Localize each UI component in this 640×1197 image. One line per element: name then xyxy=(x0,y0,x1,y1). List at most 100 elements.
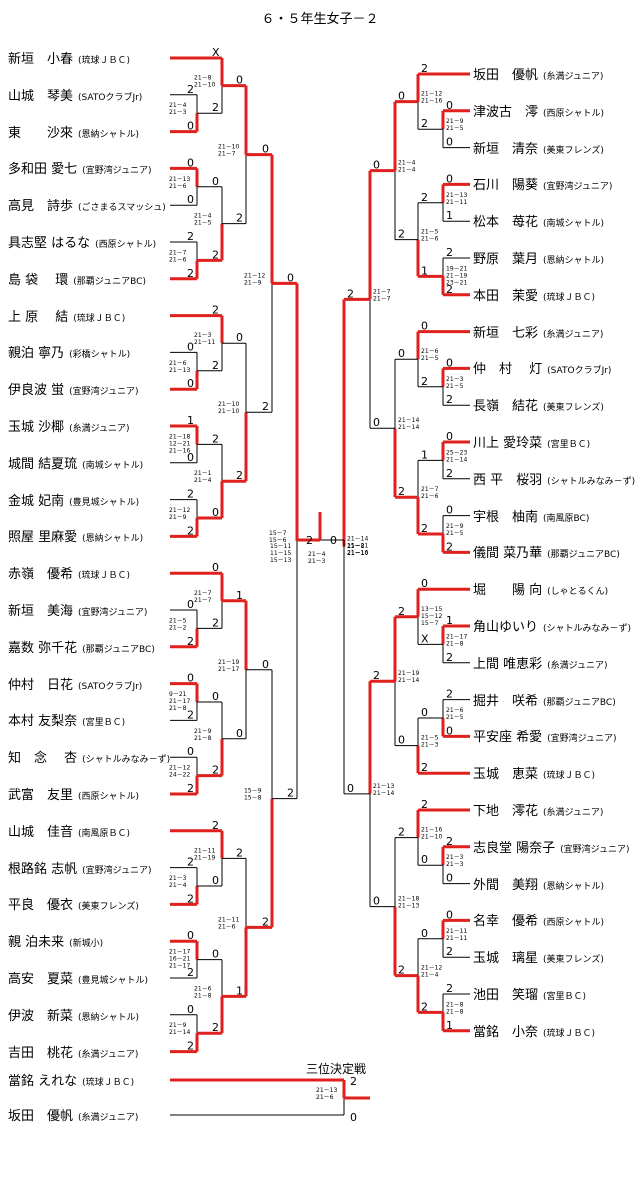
game-score: 21－8 xyxy=(194,735,212,742)
player-club: (シャトルみなみ－ず) xyxy=(543,624,632,634)
player-name: 吉田 桃花 xyxy=(8,1045,74,1061)
player-name: 島 袋 環 xyxy=(8,272,69,288)
player-club: (SATOクラブJr) xyxy=(547,366,612,377)
player-name: 赤嶺 優希 xyxy=(8,567,74,583)
player-name: 儀間 菜乃華 xyxy=(473,546,543,562)
match-result: 2 xyxy=(446,835,453,848)
player-left-10: 伊良波 蛍(宜野湾ジュニア) xyxy=(8,378,166,400)
match-result: 2 xyxy=(262,915,269,928)
match-result: 2 xyxy=(421,117,428,130)
match-result: 2 xyxy=(212,248,219,261)
player-left-25: 親 泊未来(新城小) xyxy=(8,930,166,952)
player-right-8: 新垣 七彩(糸満ジュニア) xyxy=(473,321,635,343)
game-score: 21－6 xyxy=(421,493,439,500)
player-name: 高安 夏菜 xyxy=(8,972,74,987)
game-score: 12－21 xyxy=(169,440,190,447)
game-score: 21－4 xyxy=(169,882,187,889)
match-result: 0 xyxy=(373,159,380,172)
match-result: 2 xyxy=(187,892,194,905)
game-score: 21－5 xyxy=(446,714,464,721)
game-score: 21－1 xyxy=(194,470,212,477)
match-result: 0 xyxy=(421,577,428,590)
player-name: 掘井 咲希 xyxy=(473,693,539,709)
game-score: 13－15 xyxy=(421,606,442,613)
match-result: 0 xyxy=(446,99,453,112)
player-right-7: 本田 茉愛(琉球ＪＢＣ) xyxy=(473,284,635,306)
game-score: 21－5 xyxy=(446,383,464,390)
player-name: 野原 葉月 xyxy=(473,252,539,267)
player-left-21: 武富 友里(西原シャトル) xyxy=(8,783,166,805)
match-result: 0 xyxy=(398,734,405,747)
player-club: (宮里ＢＣ) xyxy=(82,718,126,729)
match-result: 1 xyxy=(446,614,453,627)
player-left-6: 具志堅 はるな(西原シャトル) xyxy=(8,231,166,253)
player-name: 嘉数 弥千花 xyxy=(8,640,78,656)
player-club: (琉球ＪＢＣ) xyxy=(543,292,596,303)
player-club: (宜野湾ジュニア) xyxy=(82,166,152,177)
player-club: (西原シャトル) xyxy=(78,792,140,802)
match-result: 2 xyxy=(350,1075,357,1088)
game-score: 21－4 xyxy=(194,477,212,484)
match-result: 0 xyxy=(373,895,380,908)
game-score: 21－3 xyxy=(194,332,212,339)
player-left-19: 本村 友梨奈(宮里ＢＣ) xyxy=(8,709,166,731)
match-result: 2 xyxy=(236,212,243,225)
player-name: 新垣 七彩 xyxy=(473,325,539,341)
game-score: 21－10 xyxy=(218,144,239,151)
player-name: 伊良波 蛍 xyxy=(8,383,65,399)
match-result: 0 xyxy=(398,347,405,360)
game-score: 15－12 xyxy=(421,613,442,620)
player-club: (恩納シャトル) xyxy=(78,129,140,140)
player-right-6: 野原 葉月(恩納シャトル) xyxy=(473,247,635,269)
match-result: 2 xyxy=(212,819,219,832)
game-score: 21－6 xyxy=(169,183,187,190)
match-result: 0 xyxy=(446,356,453,369)
game-score: 21－17 xyxy=(169,949,190,956)
player-right-25: 玉城 璃星(美東フレンズ) xyxy=(473,946,635,968)
player-name: 當銘 小奈 xyxy=(473,1024,539,1040)
match-result: 0 xyxy=(187,193,194,206)
match-result: 2 xyxy=(212,101,219,114)
game-score: 21－16 xyxy=(347,550,368,557)
match-result: 0 xyxy=(187,377,194,390)
match-result: 0 xyxy=(236,727,243,740)
game-score: 21－7 xyxy=(218,151,236,158)
player-club: (恩納シャトル) xyxy=(543,881,605,892)
match-result: 2 xyxy=(187,83,194,96)
player-right-1: 坂田 優帆(糸満ジュニア) xyxy=(473,63,635,85)
game-score: 15－7 xyxy=(421,620,439,627)
match-result: 2 xyxy=(187,488,194,501)
match-result: 2 xyxy=(446,540,453,553)
player-right-17: 上間 唯恵彩(糸満ジュニア) xyxy=(473,652,635,674)
player-right-24: 名幸 優希(西原シャトル) xyxy=(473,909,635,931)
game-score: 21－3 xyxy=(446,376,464,383)
game-score: 21－9 xyxy=(169,1022,187,1029)
game-score: 21－17 xyxy=(446,633,467,640)
player-name: 西 平 桜羽 xyxy=(473,472,543,488)
player-club: (糸満ジュニア) xyxy=(69,424,130,434)
player-name: 角山ゆいり xyxy=(473,620,539,635)
player-club: (宜野湾ジュニア) xyxy=(543,182,613,193)
player-right-4: 石川 陽葵(宜野湾ジュニア) xyxy=(473,173,635,195)
match-result: 2 xyxy=(212,304,219,317)
player-club: (糸満ジュニア) xyxy=(543,72,604,82)
game-score: 21－7 xyxy=(194,590,212,597)
player-name: 平良 優衣 xyxy=(8,898,74,914)
game-score: 21－14 xyxy=(446,456,467,463)
player-left-5: 高見 詩歩(ごさまるスマッシュ) xyxy=(8,194,166,216)
game-score: 21－12 xyxy=(421,91,442,98)
player-club: (琉球ＪＢＣ) xyxy=(78,571,131,582)
match-result: X xyxy=(212,46,220,59)
game-score: 21－3 xyxy=(169,109,187,116)
player-name: 坂田 優帆 xyxy=(8,1109,74,1124)
player-name: 玉城 恵菜 xyxy=(473,767,539,783)
match-result: 0 xyxy=(421,927,428,940)
player-name: 具志堅 はるな xyxy=(8,236,91,251)
player-name: 山城 佳音 xyxy=(8,824,74,840)
player-left-23: 根路銘 志帆(宜野湾ジュニア) xyxy=(8,857,166,879)
match-result: 1 xyxy=(446,209,453,222)
player-right-21: 下地 澪花(糸満ジュニア) xyxy=(473,799,635,821)
match-result: 0 xyxy=(421,706,428,719)
game-score: 24－22 xyxy=(169,772,190,779)
